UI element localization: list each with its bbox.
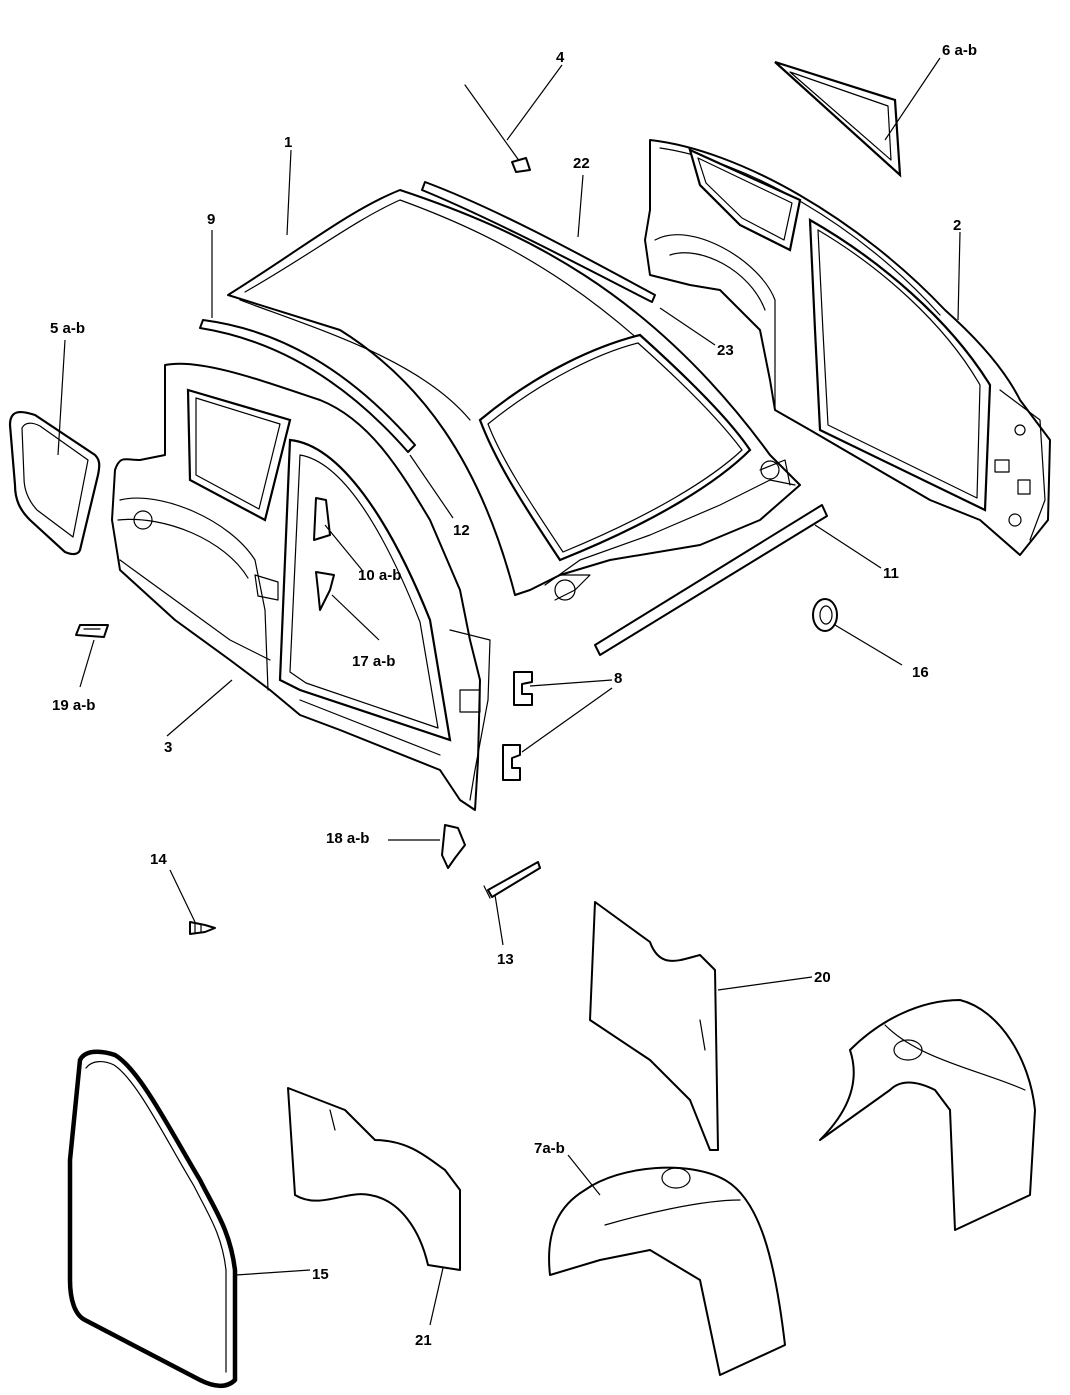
wheelhouse-liner-right[interactable] — [819, 999, 1036, 1231]
body-side-panel-right[interactable] — [644, 139, 1051, 556]
bracket-8-lower[interactable] — [502, 744, 521, 781]
callout-5: 5 a-b — [50, 320, 85, 337]
pillar-patch-17[interactable] — [315, 571, 335, 611]
callout-18: 18 a-b — [326, 830, 369, 847]
callout-9: 9 — [207, 211, 215, 228]
callout-16: 16 — [912, 664, 929, 681]
callout-21: 21 — [415, 1332, 432, 1349]
callout-20: 20 — [814, 969, 831, 986]
pillar-trim-10[interactable] — [313, 497, 331, 541]
antenna[interactable] — [464, 84, 531, 173]
insulation-panel-21[interactable] — [287, 1087, 461, 1271]
leader-lines — [57, 57, 961, 1326]
sill-strip-11[interactable] — [594, 504, 828, 656]
screw-14[interactable] — [189, 921, 216, 935]
quarter-glass-left[interactable] — [8, 410, 101, 556]
insulation-panel-20[interactable] — [589, 901, 719, 1151]
callout-23: 23 — [717, 342, 734, 359]
callout-8: 8 — [614, 670, 622, 687]
rod-13[interactable] — [483, 861, 541, 899]
callout-3: 3 — [164, 739, 172, 756]
callout-4: 4 — [556, 49, 565, 66]
grommet-16[interactable] — [812, 598, 838, 632]
wheelhouse-liner-7[interactable] — [548, 1166, 786, 1376]
callout-17: 17 a-b — [352, 653, 395, 670]
callout-15: 15 — [312, 1266, 329, 1283]
roof-rail-right[interactable] — [421, 181, 656, 303]
clip-18[interactable] — [441, 824, 466, 869]
door-weatherstrip-15[interactable] — [67, 1049, 238, 1388]
quarter-glass-right[interactable] — [774, 60, 902, 178]
callout-2: 2 — [953, 217, 961, 234]
callout-12: 12 — [453, 522, 470, 539]
bracket-8-upper[interactable] — [513, 671, 533, 706]
callout-13: 13 — [497, 951, 514, 968]
callout-7: 7a-b — [534, 1140, 565, 1157]
callout-6: 6 a-b — [942, 42, 977, 59]
callout-19: 19 a-b — [52, 697, 95, 714]
roof-rail-left[interactable] — [199, 319, 416, 453]
callout-14: 14 — [150, 851, 167, 868]
callout-11: 11 — [883, 565, 899, 582]
callout-10: 10 a-b — [358, 567, 401, 584]
callout-labels: 1 2 3 4 5 a-b 6 a-b 7a-b 8 9 10 a-b 11 1… — [50, 42, 977, 1349]
callout-1: 1 — [284, 134, 292, 151]
badge-19[interactable] — [75, 624, 109, 638]
roof-panel[interactable] — [227, 189, 801, 601]
callout-22: 22 — [573, 155, 590, 172]
